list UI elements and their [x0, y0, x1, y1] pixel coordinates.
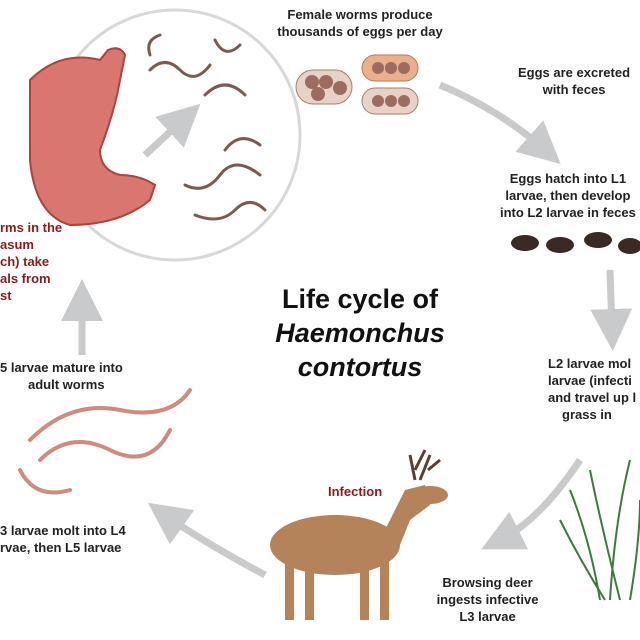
l2-molt-label: L2 larvae mol larvae (infecti and travel…: [548, 355, 636, 423]
eggs-illustration: [295, 54, 419, 115]
eggs-excreted-label: Eggs are excreted with feces: [518, 64, 630, 98]
eggs-excreted-line-2: with feces: [542, 82, 606, 97]
deer-ingests-line-1: Browsing deer: [442, 575, 533, 590]
l3-molt-line-2: rvae, then L5 larvae: [0, 540, 122, 555]
l3-molt-label: 3 larvae molt into L4 rvae, then L5 larv…: [0, 522, 126, 556]
eggs-hatch-label: Eggs hatch into L1 larvae, then develop …: [500, 170, 636, 221]
l5-mature-line-2: adult worms: [28, 377, 105, 392]
l5-mature-label: 5 larvae mature into adult worms: [0, 359, 123, 393]
adult-worms-line-3: ch) take: [0, 254, 50, 269]
l2-molt-line-1: L2 larvae mol: [548, 356, 632, 371]
deer-ingests-label: Browsing deer ingests infective L3 larva…: [425, 574, 550, 625]
stomach-circle-illustration: [29, 8, 302, 262]
title-line-1: Life cycle of: [281, 284, 439, 314]
title-species-name: contortus: [297, 352, 423, 382]
adult-worms-label: rms in the asum ch) take als from st: [0, 219, 62, 304]
adult-worms-line-4: als from: [0, 271, 51, 286]
adult-worms-line-5: st: [0, 288, 12, 303]
eggs-produced-line-2: thousands of eggs per day: [277, 24, 443, 39]
l5-mature-line-1: 5 larvae mature into: [0, 360, 123, 375]
eggs-hatch-line-3: into L2 larvae in feces: [500, 205, 636, 220]
grass-illustration: [559, 459, 640, 601]
adult-worms-line-1: rms in the: [0, 220, 63, 235]
feces-illustration: [511, 232, 640, 254]
l2-molt-line-3: and travel up l: [548, 390, 637, 405]
title-species-genus: Haemonchus: [275, 318, 445, 348]
deer-ingests-line-2: ingests infective: [436, 592, 539, 607]
cycle-arrows: [61, 81, 633, 579]
eggs-produced-label: Female worms produce thousands of eggs p…: [255, 6, 465, 40]
eggs-produced-line-1: Female worms produce: [287, 7, 433, 22]
l3-molt-line-1: 3 larvae molt into L4: [0, 523, 126, 538]
larvae-illustration: [18, 388, 192, 495]
l2-molt-line-2: larvae (infecti: [548, 373, 632, 388]
l2-molt-line-4: grass in: [562, 407, 612, 422]
eggs-hatch-line-1: Eggs hatch into L1: [509, 171, 627, 186]
eggs-excreted-line-1: Eggs are excreted: [518, 65, 631, 80]
diagram-title: Life cycle of Haemonchus contortus: [230, 282, 490, 384]
deer-ingests-line-3: L3 larvae: [459, 609, 516, 624]
eggs-hatch-line-2: larvae, then develop: [505, 188, 631, 203]
deer-illustration: [270, 449, 448, 620]
infection-label: Infection: [328, 484, 383, 499]
adult-worms-line-2: asum: [0, 237, 34, 252]
